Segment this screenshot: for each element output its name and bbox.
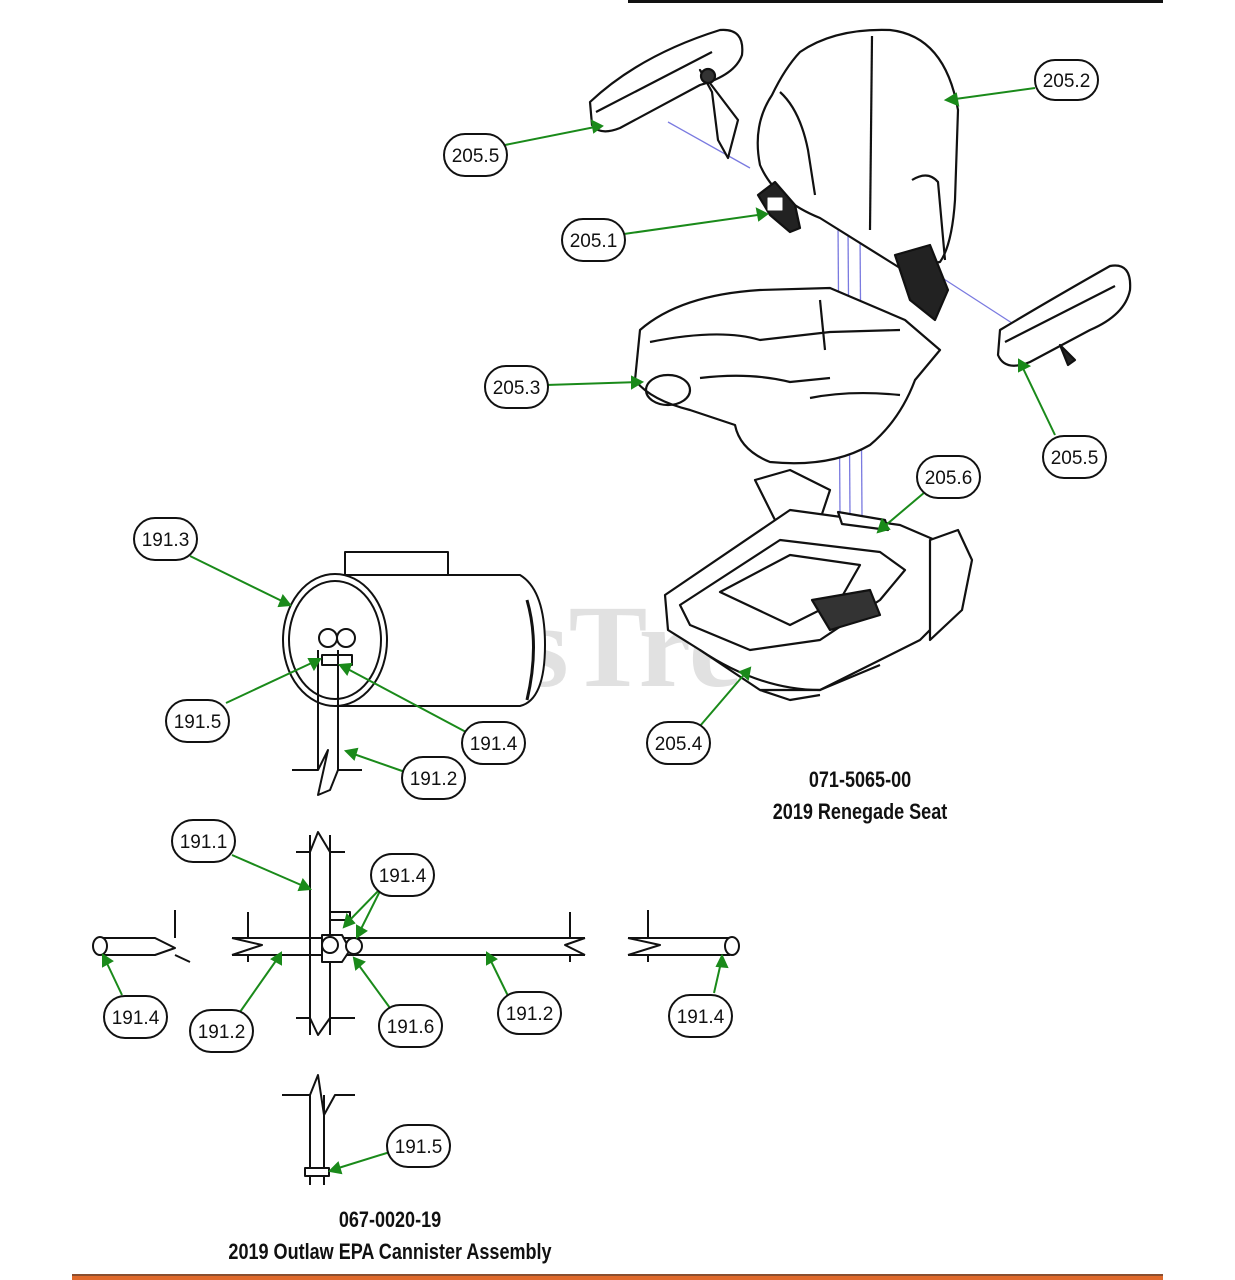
armrest-left [588, 28, 744, 160]
callout-191-1: 191.1 [171, 819, 236, 863]
callout-191-4-left: 191.4 [103, 995, 168, 1039]
callout-191-6: 191.6 [378, 1004, 443, 1048]
leader-lines [102, 87, 1056, 1175]
callout-205-6: 205.6 [916, 455, 981, 499]
svg-text:191.2: 191.2 [506, 1004, 554, 1025]
right-stub [627, 910, 730, 962]
svg-text:191.4: 191.4 [677, 1007, 725, 1028]
callout-205-2: 205.2 [1034, 59, 1099, 101]
seat-name: 2019 Renegade Seat [772, 799, 948, 824]
cannister-name: 2019 Outlaw EPA Cannister Assembly [228, 1239, 552, 1264]
seat-base [663, 468, 974, 702]
callout-191-5-bottom: 191.5 [386, 1124, 451, 1168]
svg-text:191.5: 191.5 [395, 1137, 443, 1158]
callout-191-4-pair: 191.4 [370, 853, 435, 897]
callout-205-4: 205.4 [646, 721, 711, 765]
callouts: 205.2 205.5 205.1 205.3 205.5 205.6 205.… [103, 59, 1107, 1168]
hose-routing [92, 831, 740, 1185]
cannister [282, 551, 546, 796]
cannister-part-number: 067-0020-19 [338, 1207, 442, 1232]
horizontal-hose [232, 937, 585, 956]
svg-text:205.6: 205.6 [925, 468, 973, 489]
svg-text:205.2: 205.2 [1043, 71, 1091, 92]
canister-body [335, 574, 546, 707]
svg-text:191.5: 191.5 [174, 712, 222, 733]
svg-text:191.4: 191.4 [470, 734, 518, 755]
callout-205-5-right: 205.5 [1042, 435, 1107, 479]
svg-text:205.3: 205.3 [493, 378, 541, 399]
seat-back [756, 28, 960, 322]
seat-part-number: 071-5065-00 [808, 767, 912, 792]
svg-text:191.2: 191.2 [410, 769, 458, 790]
svg-text:191.4: 191.4 [112, 1008, 160, 1029]
callout-205-1: 205.1 [561, 218, 626, 262]
callout-191-4-right: 191.4 [668, 994, 733, 1038]
lumbar-knob [756, 180, 802, 234]
left-stub [102, 910, 191, 963]
callout-191-2-left: 191.2 [189, 1009, 254, 1053]
callout-191-4-tank: 191.4 [461, 721, 526, 765]
callout-191-2-right: 191.2 [497, 991, 562, 1035]
svg-text:191.2: 191.2 [198, 1022, 246, 1043]
callout-205-3: 205.3 [484, 365, 549, 409]
cannister-title: 067-0020-19 2019 Outlaw EPA Cannister As… [193, 1204, 587, 1268]
callout-191-2-vertical: 191.2 [401, 756, 466, 800]
callout-205-5-left: 205.5 [443, 133, 508, 177]
svg-text:205.4: 205.4 [655, 734, 703, 755]
svg-text:205.5: 205.5 [1051, 448, 1099, 469]
bottom-bar [72, 1274, 1163, 1280]
seat-title: 071-5065-00 2019 Renegade Seat [729, 764, 991, 828]
svg-text:191.4: 191.4 [379, 866, 427, 887]
svg-text:191.6: 191.6 [387, 1017, 435, 1038]
svg-text:191.3: 191.3 [142, 530, 190, 551]
svg-text:191.1: 191.1 [180, 832, 228, 853]
canister-port [344, 551, 449, 579]
svg-text:205.1: 205.1 [570, 231, 618, 252]
seat-assembly [588, 28, 1132, 702]
callout-191-3: 191.3 [133, 517, 198, 561]
callout-191-5-tank: 191.5 [165, 699, 230, 743]
tank-hose [317, 650, 339, 770]
svg-text:205.5: 205.5 [452, 146, 500, 167]
seat-cushion [633, 286, 942, 465]
armrest-right [996, 264, 1132, 367]
